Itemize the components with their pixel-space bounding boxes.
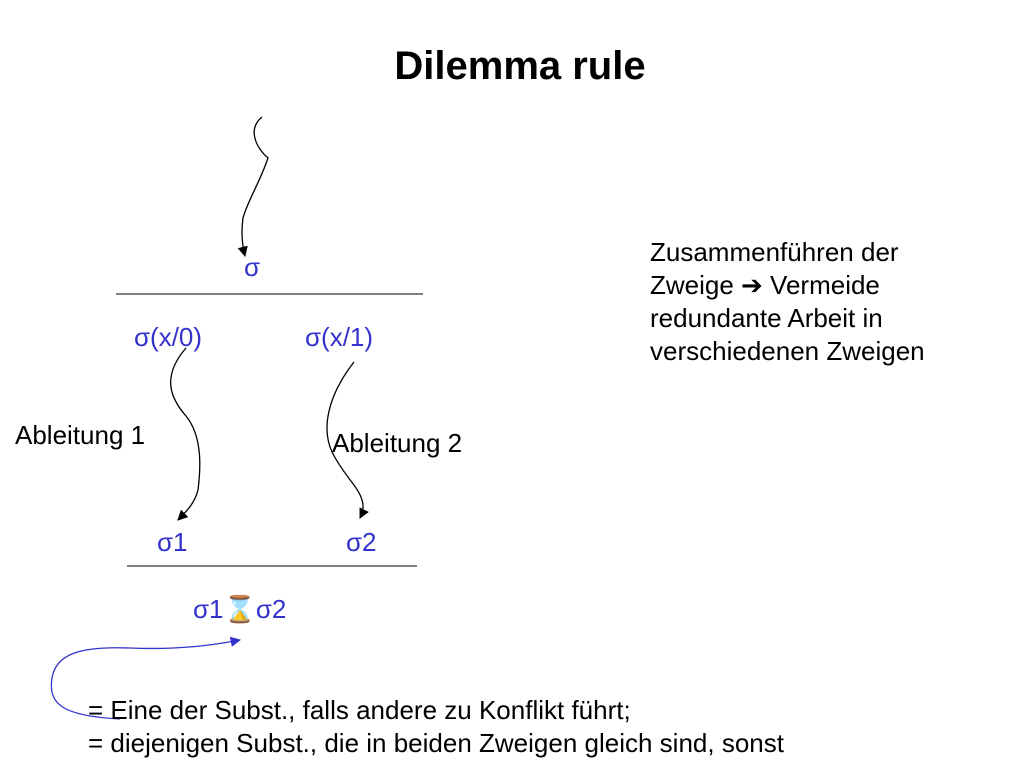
- incoming-derivation-arrow: [237, 116, 269, 258]
- page-title: Dilemma rule: [394, 44, 646, 88]
- derivation-2-arrow: [326, 361, 369, 519]
- root-substitution: σ: [244, 252, 261, 282]
- side-note-line: verschiedenen Zweigen: [650, 336, 925, 366]
- footnote-line: = Eine der Subst., falls andere zu Konfl…: [88, 695, 631, 725]
- derivation-1-arrow: [170, 347, 201, 521]
- footnote-reference-arrow: [50, 636, 242, 720]
- right-result-substitution: σ2: [346, 527, 377, 557]
- merged-substitution: σ1⌛σ2: [193, 594, 287, 624]
- derivation-2-label: Ableitung 2: [332, 428, 463, 458]
- derivation-1-label: Ableitung 1: [15, 420, 146, 450]
- left-branch-substitution: σ(x/0): [134, 322, 203, 352]
- left-result-substitution: σ1: [157, 527, 188, 557]
- right-branch-substitution: σ(x/1): [305, 322, 374, 352]
- footnote: = Eine der Subst., falls andere zu Konfl…: [88, 694, 784, 760]
- side-note-line: redundante Arbeit in: [650, 303, 883, 333]
- side-note: Zusammenführen der Zweige ➔ Vermeide red…: [650, 236, 1020, 368]
- footnote-line: = diejenigen Subst., die in beiden Zweig…: [88, 728, 784, 758]
- side-note-line: Zusammenführen der: [650, 237, 899, 267]
- side-note-line: Zweige ➔ Vermeide: [650, 270, 880, 300]
